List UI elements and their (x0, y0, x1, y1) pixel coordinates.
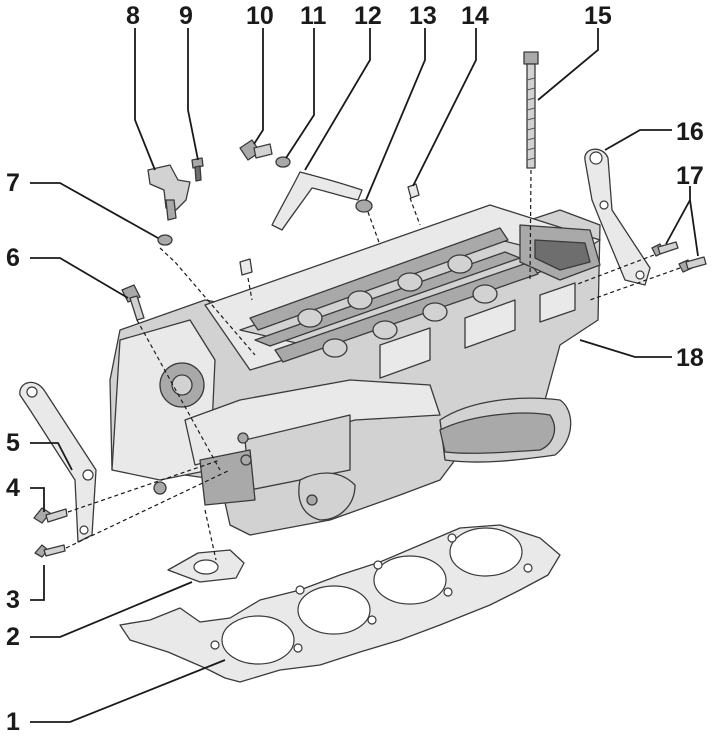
leader-lines (30, 28, 699, 723)
callout-7: 7 (6, 169, 20, 197)
sensor-8 (147, 164, 191, 221)
camshafts (249, 227, 539, 363)
callout-18: 18 (676, 344, 704, 372)
callout-8: 8 (126, 2, 140, 30)
bolt-9 (191, 157, 204, 182)
washer-11 (275, 156, 291, 168)
coolant-pipe-12 (271, 171, 363, 231)
callout-3: 3 (6, 586, 20, 614)
bolts-17 (651, 241, 707, 273)
callout-16: 16 (676, 118, 704, 146)
bolt-10 (239, 139, 273, 161)
callout-10: 10 (246, 2, 274, 30)
o-ring-7 (157, 234, 173, 246)
bolt-3 (34, 544, 66, 558)
head-gasket (119, 524, 561, 683)
bolt-6 (121, 284, 145, 321)
seal-13 (355, 199, 373, 213)
bolt-4 (33, 507, 68, 524)
intake-manifold (184, 379, 572, 521)
callout-4: 4 (6, 474, 20, 502)
callout-15: 15 (584, 2, 612, 30)
callout-14: 14 (461, 2, 489, 30)
cylinder-head (109, 204, 601, 536)
left-lifting-bracket (19, 381, 97, 543)
callout-5: 5 (6, 429, 20, 457)
callout-9: 9 (179, 2, 193, 30)
callout-13: 13 (409, 2, 437, 30)
assembly-lines (65, 169, 681, 561)
callout-labels: 1 2 3 4 5 6 7 8 9 10 11 12 13 14 15 16 1… (6, 2, 704, 736)
head-bolt-15 (523, 51, 539, 169)
callout-2: 2 (6, 623, 20, 651)
callout-12: 12 (354, 2, 382, 30)
callout-6: 6 (6, 244, 20, 272)
callout-1: 1 (6, 708, 20, 736)
right-lifting-bracket (584, 148, 651, 286)
callout-17: 17 (676, 162, 704, 190)
callout-11: 11 (300, 2, 327, 30)
gasket-small (167, 549, 245, 583)
